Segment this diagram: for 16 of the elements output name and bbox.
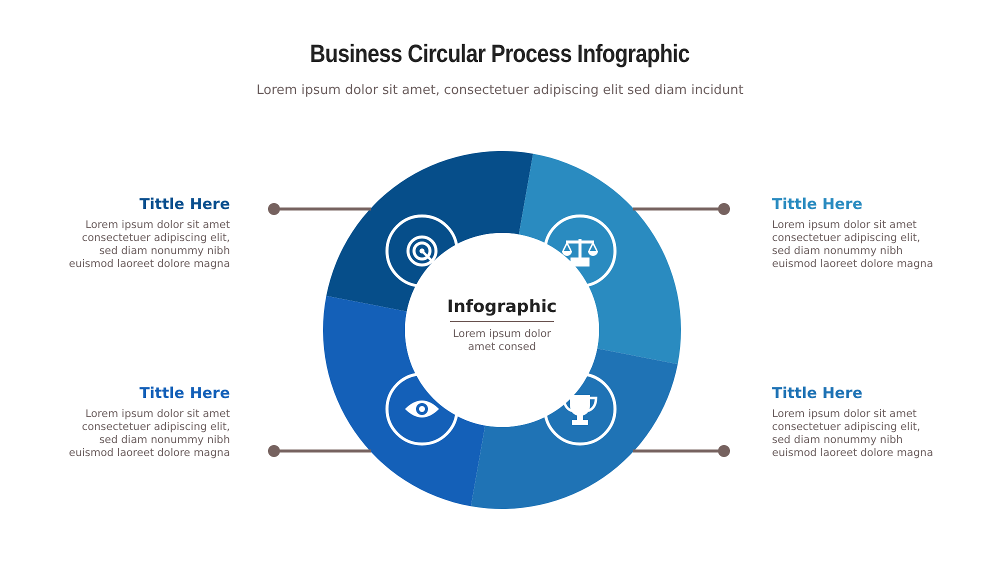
heading: Tittle Here bbox=[772, 195, 863, 213]
body-text: Lorem ipsum dolor sit amet consectetuer adipiscing elit, sed diam nonummy nibh euismod laoreet dolore magna bbox=[772, 408, 934, 460]
leader-line bbox=[268, 445, 372, 457]
title: Business Circular Process Infographic bbox=[310, 40, 690, 69]
body-text: Lorem ipsum dolor amet consed bbox=[452, 328, 552, 354]
leader-line bbox=[632, 445, 730, 457]
heading: Tittle Here bbox=[139, 195, 230, 213]
body-text: Lorem ipsum dolor sit amet consectetuer adipiscing elit, sed diam nonummy nibh euismod laoreet dolore magna bbox=[68, 219, 230, 271]
heading: Tittle Here bbox=[139, 384, 230, 402]
heading: Infographic bbox=[447, 297, 557, 317]
heading: Tittle Here bbox=[772, 384, 863, 402]
body-text: Lorem ipsum dolor sit amet consectetuer adipiscing elit, sed diam nonummy nibh euismod laoreet dolore magna bbox=[772, 219, 934, 271]
leader-line bbox=[632, 203, 730, 215]
body-text: Lorem ipsum dolor sit amet consectetuer adipiscing elit, sed diam nonummy nibh euismod laoreet dolore magna bbox=[68, 408, 230, 460]
leader-line bbox=[268, 203, 372, 215]
subtitle: Lorem ipsum dolor sit amet, consectetuer adipiscing elit sed diam incidunt bbox=[256, 83, 744, 98]
